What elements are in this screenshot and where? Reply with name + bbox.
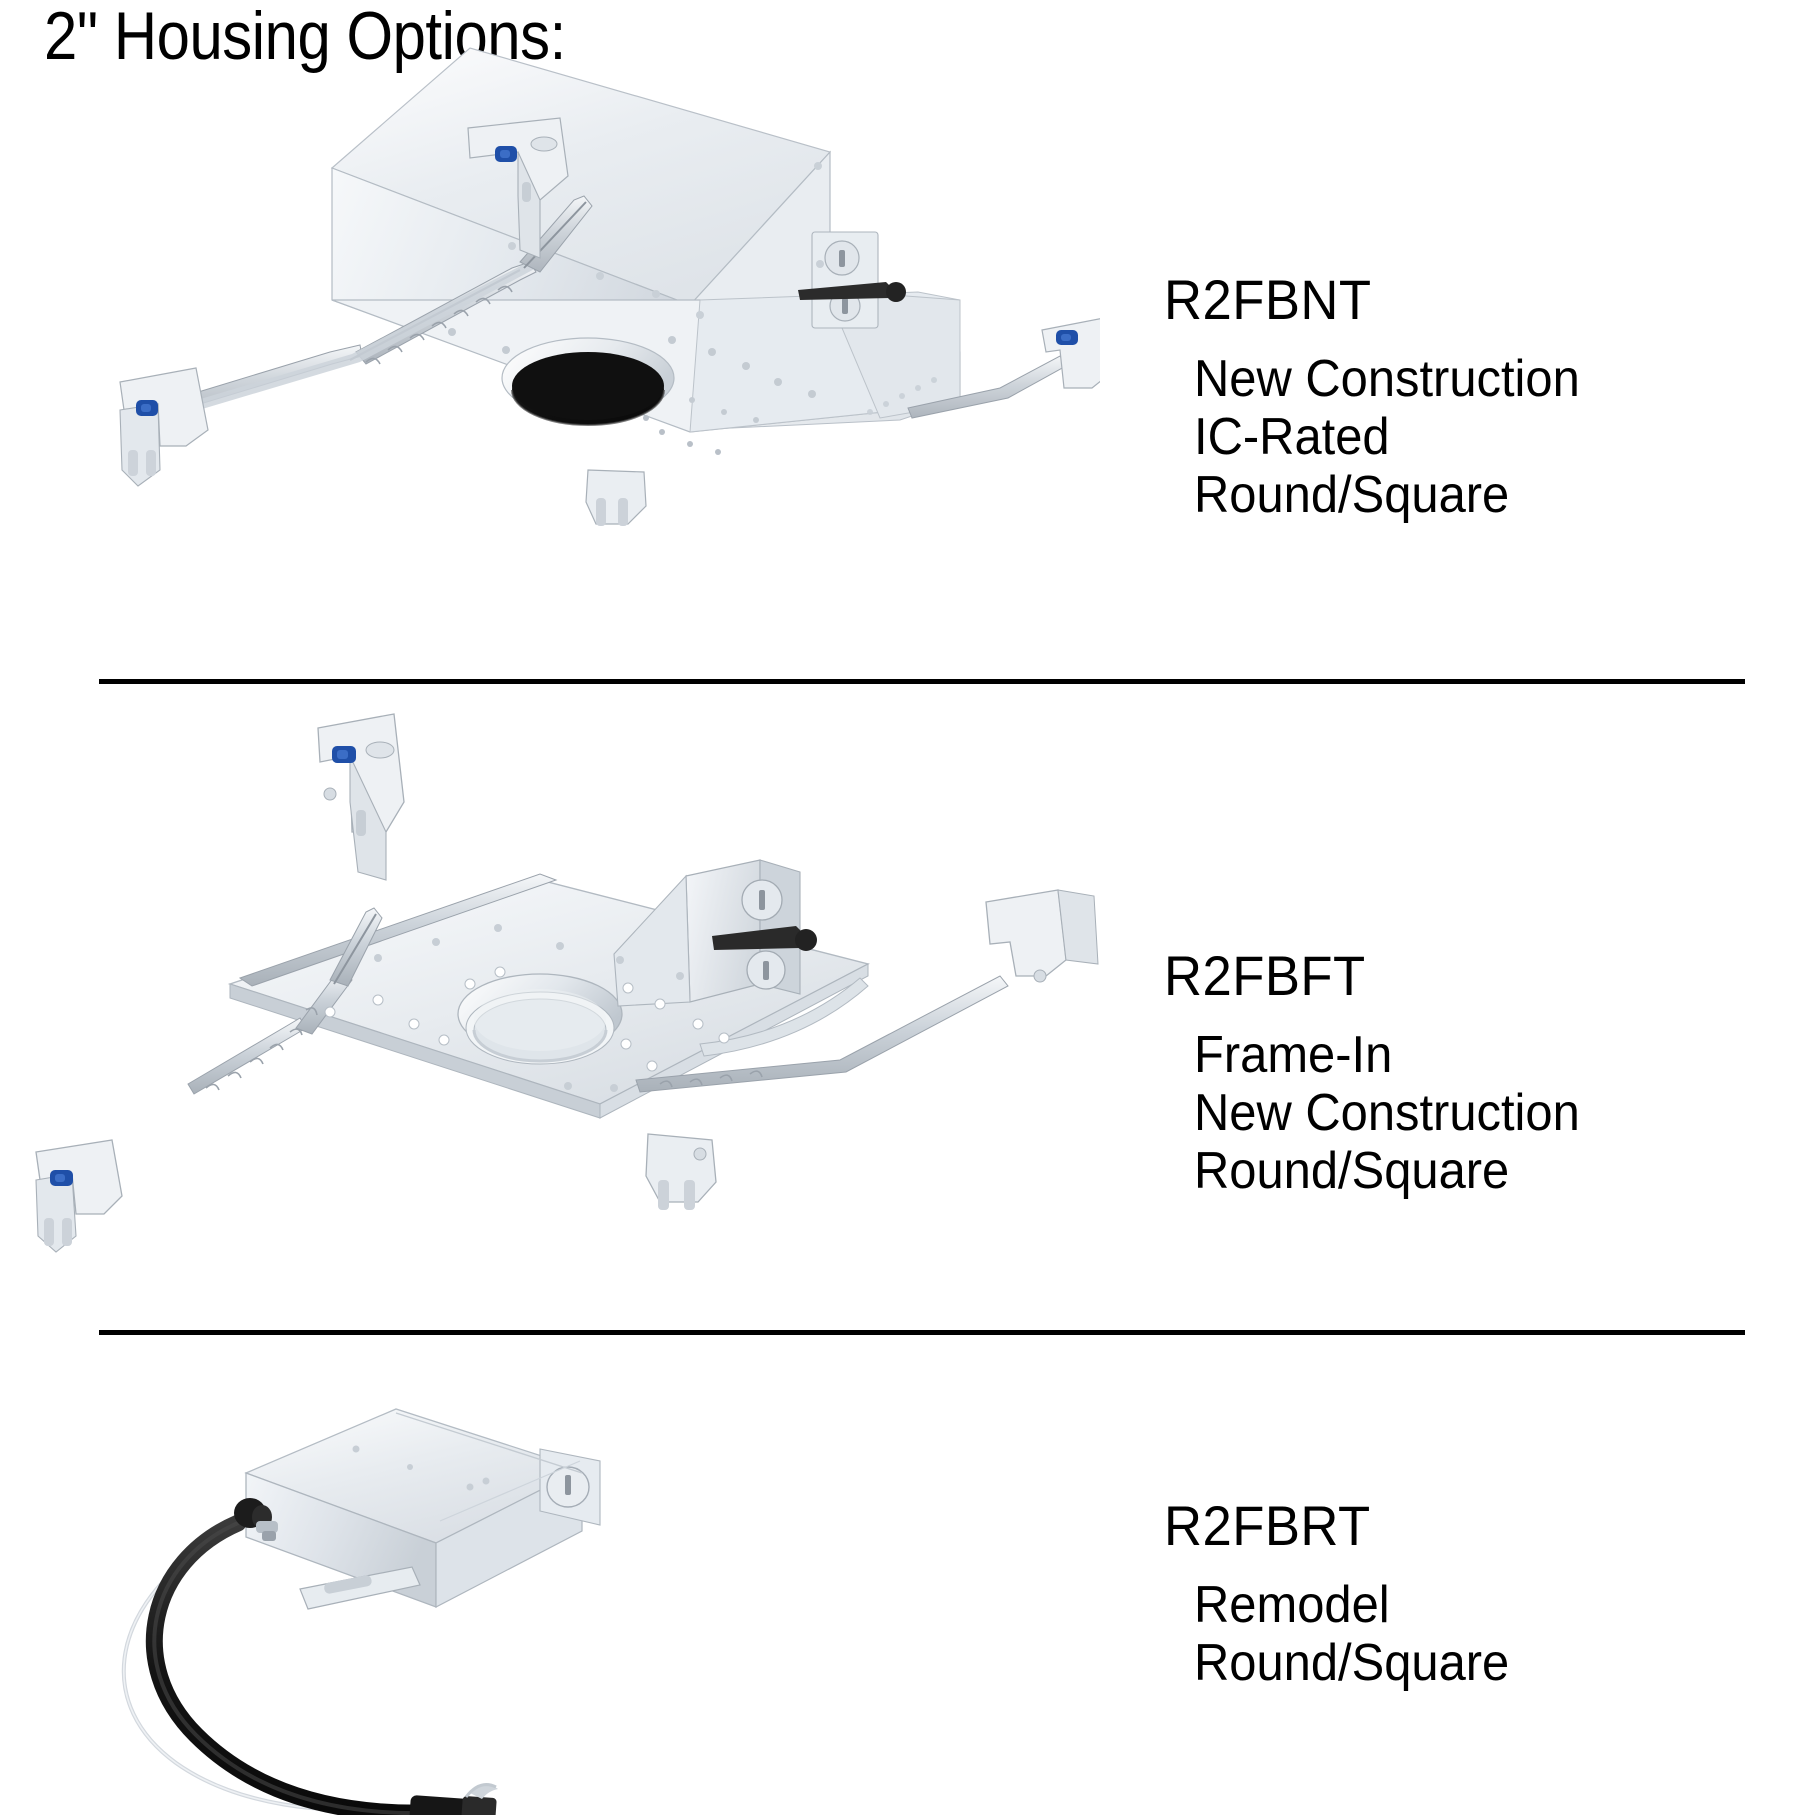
- spec-item: Round/Square: [1194, 1142, 1510, 1201]
- spec-item: Round/Square: [1194, 466, 1510, 525]
- product-label-r2fbnt: R2FBNT New Construction IC-Rated Round/S…: [1164, 272, 1604, 525]
- frame-in-new-construction-housing-photo: [0, 684, 1120, 1304]
- spec-item: New Construction: [1194, 350, 1580, 408]
- product-label-r2fbrt: R2FBRT Remodel Round/Square: [1164, 1494, 1529, 1693]
- model-code: R2FBFT: [1164, 944, 1366, 1007]
- product-label-r2fbft: R2FBFT Frame-In New Construction Round/S…: [1164, 948, 1604, 1201]
- spec-item: Round/Square: [1194, 1634, 1510, 1693]
- spec-item: Frame-In: [1194, 1026, 1393, 1084]
- product-row-r2fbft: R2FBFT Frame-In New Construction Round/S…: [0, 684, 1816, 1330]
- spec-list: Frame-In New Construction Round/Square: [1164, 1026, 1604, 1201]
- spec-item: IC-Rated: [1194, 408, 1390, 467]
- spec-list: Remodel Round/Square: [1164, 1576, 1529, 1692]
- model-code: R2FBRT: [1164, 1494, 1371, 1557]
- divider-after-r2fbft: [99, 1330, 1745, 1335]
- new-construction-ic-rated-housing-photo: [0, 0, 1100, 620]
- remodel-junction-box-housing-photo: [0, 1345, 1100, 1815]
- spec-item: New Construction: [1194, 1084, 1580, 1143]
- spec-list: New Construction IC-Rated Round/Square: [1164, 350, 1604, 525]
- product-row-r2fbrt: R2FBRT Remodel Round/Square: [0, 1335, 1816, 1816]
- spec-item: Remodel: [1194, 1576, 1390, 1634]
- product-row-r2fbnt: R2FBNT New Construction IC-Rated Round/S…: [0, 0, 1816, 679]
- model-code: R2FBNT: [1164, 268, 1372, 331]
- divider-after-r2fbnt: [99, 679, 1745, 684]
